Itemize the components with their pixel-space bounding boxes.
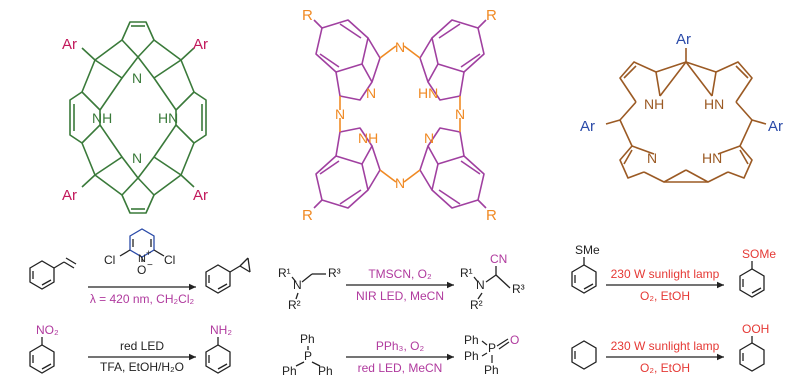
porphyrin-ar-bottom-left: Ar <box>62 187 77 204</box>
phthalocyanine-r-bottom-left: R <box>302 207 313 224</box>
phthalocyanine-n-inner-br: N <box>424 130 434 146</box>
thioanisole-label: SMe <box>575 243 600 257</box>
phthalocyanine-structure <box>315 19 485 209</box>
phosphine-oxide-ph1: Ph <box>464 333 479 347</box>
porphyrin-ar-top-right: Ar <box>193 36 208 53</box>
hydroperoxide-molecule <box>739 336 765 372</box>
phosphine-oxide-ph3: Ph <box>484 363 499 377</box>
nitrobenzene-molecule <box>29 337 55 374</box>
corrole-n: N <box>647 150 657 166</box>
phosphine-conditions-bottom: red LED, MeCN <box>358 361 443 375</box>
thioanisole-molecule <box>571 257 597 294</box>
phosphine-oxide-ph2: Ph <box>464 349 479 363</box>
corrole-ar-left: Ar <box>580 118 595 135</box>
sulfoxide-label: SOMe <box>742 247 776 261</box>
phthalocyanine-r-top-left: R <box>302 7 313 24</box>
hydroperoxide-label: OOH <box>742 322 769 336</box>
reagent-o: O <box>137 263 146 277</box>
porphyrin-substituent-bonds <box>81 47 195 188</box>
amine-r2: R² <box>288 298 301 312</box>
corrole-structure <box>619 61 753 183</box>
peroxidation-conditions-bottom: O₂, EtOH <box>640 361 690 375</box>
porphyrin-ar-bottom-right: Ar <box>193 187 208 204</box>
phthalocyanine-r-bottom-right: R <box>486 207 497 224</box>
phosphine-ph-top: Ph <box>300 332 315 346</box>
phthalocyanine-n-bottom: N <box>395 175 405 191</box>
phthalocyanine-hn: HN <box>418 85 438 101</box>
reagent-cl-left: Cl <box>104 253 115 267</box>
amino-label: NH₂ <box>210 323 232 337</box>
cyclohexene-molecule <box>571 340 597 370</box>
porphyrin-hn: HN <box>158 110 178 126</box>
corrole-hn-bottom: HN <box>702 150 722 166</box>
porphyrin-ar-top-left: Ar <box>62 36 77 53</box>
product-cn: CN <box>490 252 507 266</box>
phosphine-oxide-bonds <box>481 338 510 363</box>
corrole-ar-top: Ar <box>676 31 691 48</box>
phthalocyanine-n-inner-tl: N <box>366 85 376 101</box>
amine-r1: R¹ <box>278 266 291 280</box>
phosphine-oxide-p: P <box>488 341 496 355</box>
porphyrin-nh: NH <box>92 110 112 126</box>
phosphine-conditions-top: PPh₃, O₂ <box>376 339 425 353</box>
nitro-label: NO₂ <box>36 323 59 337</box>
product-amine-n: N <box>476 278 485 292</box>
reagent-n: N <box>138 253 146 265</box>
phosphine-ph-left: Ph <box>282 364 297 378</box>
phosphine-p: P <box>304 349 312 363</box>
corrole-nh: NH <box>644 96 664 112</box>
nitro-conditions-top: red LED <box>120 339 164 353</box>
cyanation-conditions-bottom: NIR LED, MeCN <box>356 289 444 303</box>
corrole-substituent-bonds <box>605 48 767 125</box>
epoxidation-conditions: λ = 420 nm, CH₂Cl₂ <box>90 292 195 306</box>
product-amine-bonds <box>473 266 511 300</box>
amine-n: N <box>293 278 302 292</box>
nitro-conditions-bottom: TFA, EtOH/H₂O <box>100 360 184 374</box>
pyridine-n-oxide-molecule <box>119 228 165 262</box>
porphyrin-structure <box>69 21 207 214</box>
reagent-o-minus: − <box>147 260 153 271</box>
reagent-cl-right: Cl <box>164 253 175 267</box>
product-amine-r3: R³ <box>512 282 525 296</box>
phthalocyanine-nh: NH <box>358 130 378 146</box>
phthalocyanine-n-right: N <box>455 106 465 122</box>
phosphine-ph-right: Ph <box>318 364 333 378</box>
corrole-hn-top: HN <box>704 96 724 112</box>
styrene-oxide-molecule <box>205 257 251 294</box>
phthalocyanine-n-left: N <box>335 106 345 122</box>
phosphine-bonds <box>295 346 321 367</box>
reagent-n-plus: + <box>146 248 151 258</box>
sulfoxide-molecule <box>739 261 765 298</box>
styrene-molecule <box>29 257 77 290</box>
porphyrin-n-top: N <box>132 70 142 86</box>
sulfoxidation-conditions-top: 230 W sunlight lamp <box>611 267 720 281</box>
peroxidation-conditions-top: 230 W sunlight lamp <box>611 339 720 353</box>
amine-r3: R³ <box>328 266 341 280</box>
phthalocyanine-r-top-right: R <box>486 7 497 24</box>
phthalocyanine-n-top: N <box>395 39 405 55</box>
sulfoxidation-conditions-bottom: O₂, EtOH <box>640 289 690 303</box>
product-amine-r2: R² <box>470 298 483 312</box>
aniline-molecule <box>205 337 231 374</box>
product-amine-r1: R¹ <box>460 266 473 280</box>
phthalocyanine-aza-bridges <box>339 45 461 183</box>
porphyrin-n-bottom: N <box>132 150 142 166</box>
phthalocyanine-r-bonds <box>313 19 487 209</box>
amine-bonds <box>291 273 326 300</box>
corrole-ar-right: Ar <box>768 118 783 135</box>
cyanation-conditions-top: TMSCN, O₂ <box>368 267 432 281</box>
phosphine-oxide-o: O <box>510 333 519 347</box>
